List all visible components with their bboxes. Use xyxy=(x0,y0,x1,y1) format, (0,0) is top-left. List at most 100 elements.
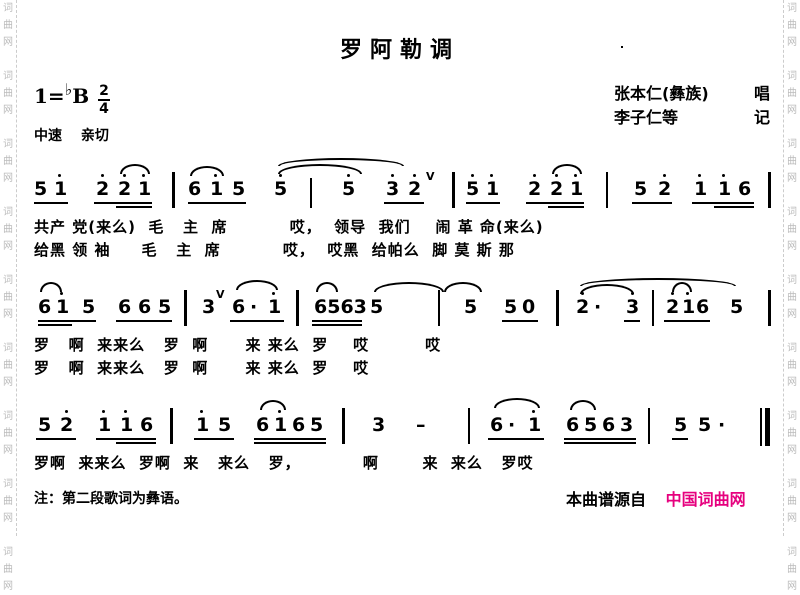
watermark-char: 曲 xyxy=(787,496,797,507)
watermark-right: 词曲网词曲网词曲网词曲网词曲网词曲网词曲网词曲网词曲网 xyxy=(783,0,800,592)
watermark-char: 曲 xyxy=(787,292,797,303)
watermark-group: 词曲网 xyxy=(784,476,800,527)
underline xyxy=(188,202,246,204)
source-credit: 本曲谱源自 中国词曲网 xyxy=(566,486,746,510)
watermark-group: 词曲网 xyxy=(784,204,800,255)
underline xyxy=(116,206,152,208)
slur xyxy=(120,164,150,174)
watermark-char: 曲 xyxy=(787,564,797,575)
note: 5 xyxy=(158,296,172,318)
underline xyxy=(38,320,96,322)
stray-dot xyxy=(621,46,623,48)
note: 3 xyxy=(386,178,400,200)
bar-line xyxy=(768,172,771,208)
underline xyxy=(94,202,152,204)
slur xyxy=(190,166,224,176)
watermark-group: 词曲网 xyxy=(0,408,16,459)
note: · xyxy=(594,296,602,318)
high-dot xyxy=(533,174,536,177)
note: 5 xyxy=(466,178,480,200)
note: 3 xyxy=(620,414,634,436)
note: 1 xyxy=(98,414,112,436)
credit-transcriber: 李子仁等 记 xyxy=(614,104,770,128)
slur xyxy=(672,282,692,292)
note: 3 xyxy=(202,296,216,318)
underline xyxy=(34,202,68,204)
watermark-group: 词曲网 xyxy=(0,68,16,119)
note: 6563 xyxy=(314,296,367,318)
time-signature: 2 4 xyxy=(98,84,110,116)
high-dot xyxy=(663,174,666,177)
note: 1 xyxy=(528,414,542,436)
note: 2 xyxy=(576,296,590,318)
high-dot xyxy=(555,174,558,177)
slur xyxy=(570,400,596,410)
note: 6 xyxy=(292,414,306,436)
high-dot xyxy=(391,174,394,177)
underline xyxy=(488,438,544,440)
watermark-char: 曲 xyxy=(3,564,13,575)
note: 1 xyxy=(54,178,68,200)
meter-top: 2 xyxy=(99,83,109,99)
slur xyxy=(580,278,736,286)
high-dot xyxy=(101,174,104,177)
underline xyxy=(692,202,754,204)
watermark-char: 曲 xyxy=(787,360,797,371)
watermark-char: 网 xyxy=(787,105,797,116)
watermark-char: 曲 xyxy=(3,360,13,371)
breath-mark: V xyxy=(426,170,436,183)
underline xyxy=(312,320,362,322)
watermark-char: 词 xyxy=(3,479,13,490)
underline xyxy=(194,438,234,440)
watermark-char: 曲 xyxy=(3,496,13,507)
source-brand-link[interactable]: 中国词曲网 xyxy=(665,490,746,509)
watermark-char: 词 xyxy=(3,71,13,82)
footnote: 注：第二段歌词为彝语。 xyxy=(34,491,188,507)
slur xyxy=(374,282,444,292)
breath-mark: V xyxy=(216,288,226,301)
note: 5 xyxy=(34,178,48,200)
bar-line xyxy=(170,408,173,444)
high-dot xyxy=(671,292,674,295)
watermark-group: 词曲网 xyxy=(784,544,800,595)
watermark-char: 词 xyxy=(3,547,13,558)
note: 5 xyxy=(82,296,96,318)
underline xyxy=(96,438,156,440)
note: 5 xyxy=(342,178,356,200)
note: 6 xyxy=(490,414,504,436)
watermark-char: 曲 xyxy=(3,88,13,99)
note: 5 xyxy=(38,414,52,436)
slur xyxy=(552,164,582,174)
high-dot xyxy=(722,174,725,177)
note: 3 xyxy=(626,296,640,318)
watermark-group: 词曲网 xyxy=(0,204,16,255)
note: 5 xyxy=(218,414,232,436)
key-prefix: 1= xyxy=(34,84,65,108)
bar-line xyxy=(438,290,440,326)
credit-name: 李子仁等 xyxy=(614,108,679,127)
note: 6 xyxy=(566,414,580,436)
meter-bottom: 4 xyxy=(99,101,109,117)
staff-line-2: 6 1 5 6 6 5 3 V 6 · 1 6563 5 5 5 0 2 · 3… xyxy=(34,278,774,378)
note: 6 xyxy=(38,296,52,318)
note: 1 xyxy=(210,178,224,200)
watermark-group: 词曲网 xyxy=(784,136,800,187)
credit-role: 唱 xyxy=(754,84,771,103)
note: 5 xyxy=(310,414,324,436)
high-dot xyxy=(471,174,474,177)
tempo-marking: 中速 亲切 xyxy=(34,128,109,144)
watermark-char: 网 xyxy=(3,309,13,320)
note: 3 xyxy=(372,414,386,436)
high-dot xyxy=(65,410,68,413)
note: 5 xyxy=(730,296,744,318)
underline xyxy=(116,442,156,444)
note: 6 xyxy=(256,414,270,436)
watermark-char: 网 xyxy=(787,309,797,320)
final-bar-thin xyxy=(760,408,762,446)
high-dot xyxy=(574,174,577,177)
underline xyxy=(254,438,326,440)
high-dot xyxy=(413,174,416,177)
bar-line xyxy=(452,172,455,208)
watermark-char: 网 xyxy=(787,37,797,48)
watermark-char: 网 xyxy=(3,513,13,524)
